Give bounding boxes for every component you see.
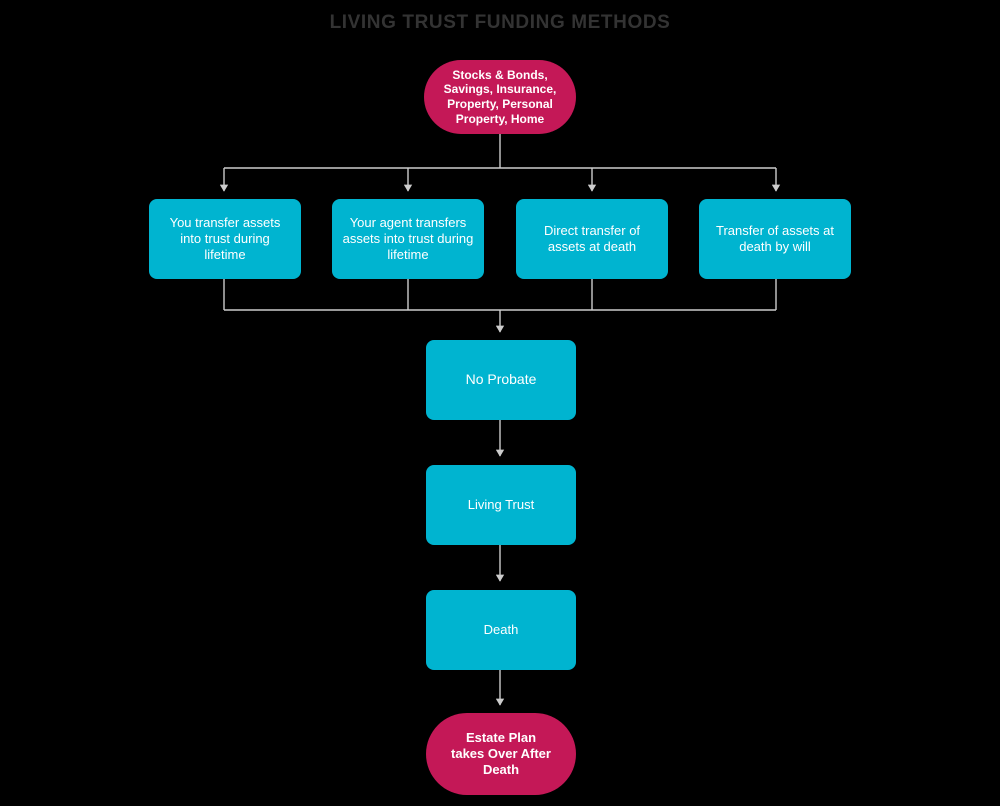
node-death[interactable]: Death [426, 590, 576, 670]
node-living-trust-label: Living Trust [467, 497, 535, 513]
node-estate-plan[interactable]: Estate Plan takes Over After Death [426, 713, 576, 795]
page-title: LIVING TRUST FUNDING METHODS [329, 12, 671, 33]
node-method-2-label: Your agent transfers assets into trust d… [342, 215, 474, 262]
node-method-2[interactable]: Your agent transfers assets into trust d… [332, 199, 484, 279]
node-no-probate[interactable]: No Probate [426, 340, 576, 420]
node-method-1[interactable]: You transfer assets into trust during li… [149, 199, 301, 279]
node-no-probate-label: No Probate [465, 371, 537, 388]
node-method-3-label: Direct transfer of assets at death [543, 223, 641, 254]
node-method-3[interactable]: Direct transfer of assets at death [516, 199, 668, 279]
node-death-label: Death [483, 622, 519, 638]
node-assets[interactable]: Stocks & Bonds, Savings, Insurance, Prop… [424, 60, 576, 134]
node-assets-label: Stocks & Bonds, Savings, Insurance, Prop… [443, 67, 557, 126]
node-estate-plan-label: Estate Plan takes Over After Death [451, 730, 551, 777]
node-method-4-label: Transfer of assets at death by will [715, 223, 834, 254]
node-method-4[interactable]: Transfer of assets at death by will [699, 199, 851, 279]
node-method-1-label: You transfer assets into trust during li… [169, 215, 281, 262]
node-living-trust[interactable]: Living Trust [426, 465, 576, 545]
